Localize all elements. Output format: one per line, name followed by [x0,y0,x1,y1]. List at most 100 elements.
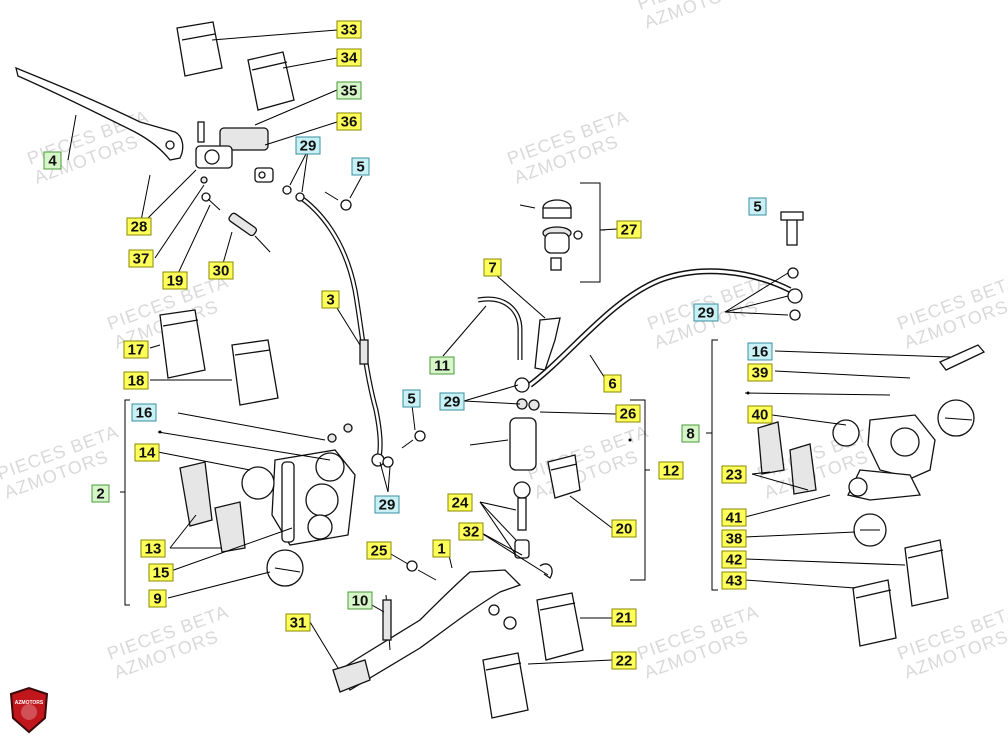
callout-number: 31 [290,615,307,632]
callout-number: 22 [616,653,633,670]
pivot-bolt [201,192,221,211]
callout-number: 32 [463,524,480,541]
return-spring [382,594,392,651]
callout-box [134,443,160,462]
callout-29: 29 [295,136,321,155]
callout-36: 36 [336,112,362,131]
callout-number: 33 [341,22,358,39]
spare-parts-bag [536,592,584,661]
callout-number: 28 [131,219,148,236]
callout-2: 2 [91,484,110,503]
callout-21: 21 [611,608,637,627]
callout-13: 13 [140,539,166,558]
callout-number: 20 [616,521,633,538]
brake-pad [757,421,785,475]
callout-11: 11 [429,356,455,375]
callout-number: 37 [133,251,150,268]
front-brake-lever [15,66,184,161]
callout-16: 16 [747,342,773,361]
callout-number: 8 [686,426,694,443]
callout-number: 15 [153,565,170,582]
callout-labels: 3334353642837193029527572917183116163916… [43,20,773,670]
callout-number: 36 [341,114,358,131]
callout-box [483,258,502,277]
bleed-cap [327,433,337,443]
callout-number: 16 [136,405,153,422]
callout-number: 6 [608,376,616,393]
callout-number: 29 [379,497,396,514]
callout-33: 33 [336,20,362,39]
callout-number: 40 [752,407,769,424]
leader-lines [67,29,951,669]
callout-box [611,651,637,670]
callout-number: 11 [434,358,450,375]
front-brake-hose [295,192,383,463]
callout-number: 27 [621,222,638,239]
callout-box [123,371,149,390]
callout-number: 29 [300,138,317,155]
callout-number: 17 [128,342,145,359]
spare-parts-bag [231,339,279,406]
callout-24: 24 [447,493,473,512]
callout-box [351,157,370,176]
callout-box [721,465,747,484]
callout-number: 34 [341,50,358,67]
bleed-cap [343,423,353,433]
callout-1: 1 [432,539,451,558]
callout-number: 12 [663,463,680,480]
callout-20: 20 [611,519,637,538]
spare-parts-bag [176,21,223,77]
spare-parts-bag [904,539,949,607]
callout-box [366,541,392,560]
callout-box [321,290,340,309]
callout-29: 29 [693,303,719,322]
callout-box [336,48,362,67]
front-brake-caliper [271,449,356,546]
callout-number: 16 [752,344,769,361]
callout-number: 23 [726,467,743,484]
callout-31: 31 [285,613,311,632]
group-bracket-2 [120,399,130,606]
spare-parts-bag [247,51,295,111]
callout-number: 5 [407,391,415,408]
parts-layer [15,21,986,719]
caliper-piston [832,419,860,447]
callout-16: 16 [131,403,157,422]
callout-box [747,405,773,424]
callout-box [611,519,637,538]
callout-number: 1 [437,541,445,558]
callout-box [658,461,684,480]
logo-text: AZMOTORS [15,700,44,706]
callout-43: 43 [721,571,747,590]
callout-39: 39 [747,363,773,382]
brake-pad [214,501,246,553]
callout-box [611,608,637,627]
callout-box [374,495,400,514]
callout-number: 35 [341,83,358,100]
callout-number: 7 [488,260,496,277]
callout-box [295,136,321,155]
callout-14: 14 [134,443,160,462]
callout-number: 24 [452,495,469,512]
callout-box [447,493,473,512]
callout-box [208,261,234,280]
callout-number: 5 [753,199,761,216]
callout-number: 29 [444,394,461,411]
callout-number: 4 [48,153,57,170]
pedal-bolt [406,560,437,581]
group-bracket-12 [630,399,650,581]
pedal-bushing [488,604,500,616]
callout-box [128,249,154,268]
spare-parts-bag [547,454,581,499]
callout-38: 38 [721,529,747,548]
callout-box [285,613,311,632]
callout-15: 15 [148,563,174,582]
callout-8: 8 [681,424,700,443]
caliper-bolt [266,549,304,587]
callout-4: 4 [43,151,62,170]
hose-washer [789,309,801,321]
group-bracket-8 [706,339,718,591]
callout-5: 5 [402,389,421,408]
callout-10: 10 [347,591,373,610]
callout-17: 17 [123,340,149,359]
